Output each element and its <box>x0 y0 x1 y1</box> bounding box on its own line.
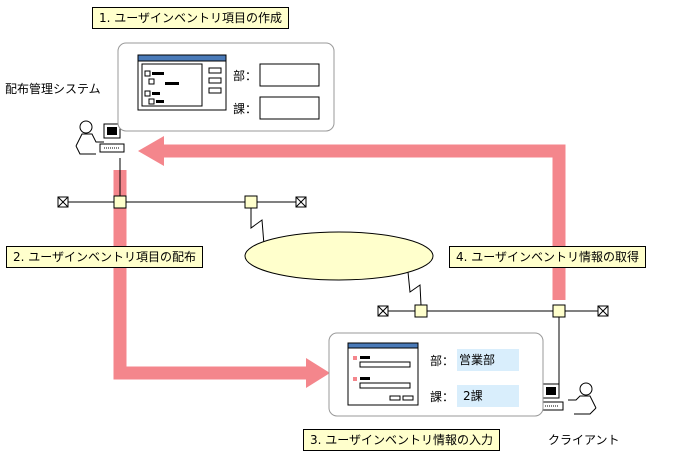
router-node-server <box>244 195 258 209</box>
client-dept-field-box[interactable] <box>457 349 519 371</box>
step-4-acquire-label: 4. ユーザインベントリ情報の取得 <box>449 246 647 268</box>
distribute-arrow <box>113 170 310 380</box>
server-section-label: 課： <box>233 102 258 116</box>
client-node <box>552 304 566 318</box>
client-section-field-box[interactable] <box>457 385 519 407</box>
tree-icon <box>144 70 179 105</box>
server-network <box>57 158 307 246</box>
server-label: 配布管理システム <box>5 82 101 96</box>
server-admin-icon <box>75 120 125 155</box>
wan-link-server <box>250 208 265 246</box>
wan-cloud <box>244 231 434 281</box>
client-network <box>377 271 609 385</box>
client-section-value: 2課 <box>463 389 483 403</box>
router-node-client <box>414 304 428 318</box>
client-input-window <box>347 342 419 406</box>
client-section-label: 課： <box>430 390 455 404</box>
step-1-create-label: 1. ユーザインベントリ項目の作成 <box>92 7 290 29</box>
server-section-field-box[interactable] <box>259 96 320 120</box>
step-3-input-label: 3. ユーザインベントリ情報の入力 <box>303 429 501 451</box>
client-dept-value: 営業部 <box>459 353 496 367</box>
client-user-icon <box>540 382 597 415</box>
server-dept-field-box[interactable] <box>259 63 320 87</box>
distribute-arrowhead <box>306 358 330 388</box>
step-2-distribute-label: 2. ユーザインベントリ項目の配布 <box>6 246 204 268</box>
server-dept-label: 部： <box>233 69 258 83</box>
client-label: クライアント <box>548 433 620 447</box>
client-dept-label: 部： <box>430 354 455 368</box>
server-node <box>113 195 127 209</box>
wan-link-client <box>407 271 422 306</box>
acquire-arrowhead <box>138 136 164 166</box>
